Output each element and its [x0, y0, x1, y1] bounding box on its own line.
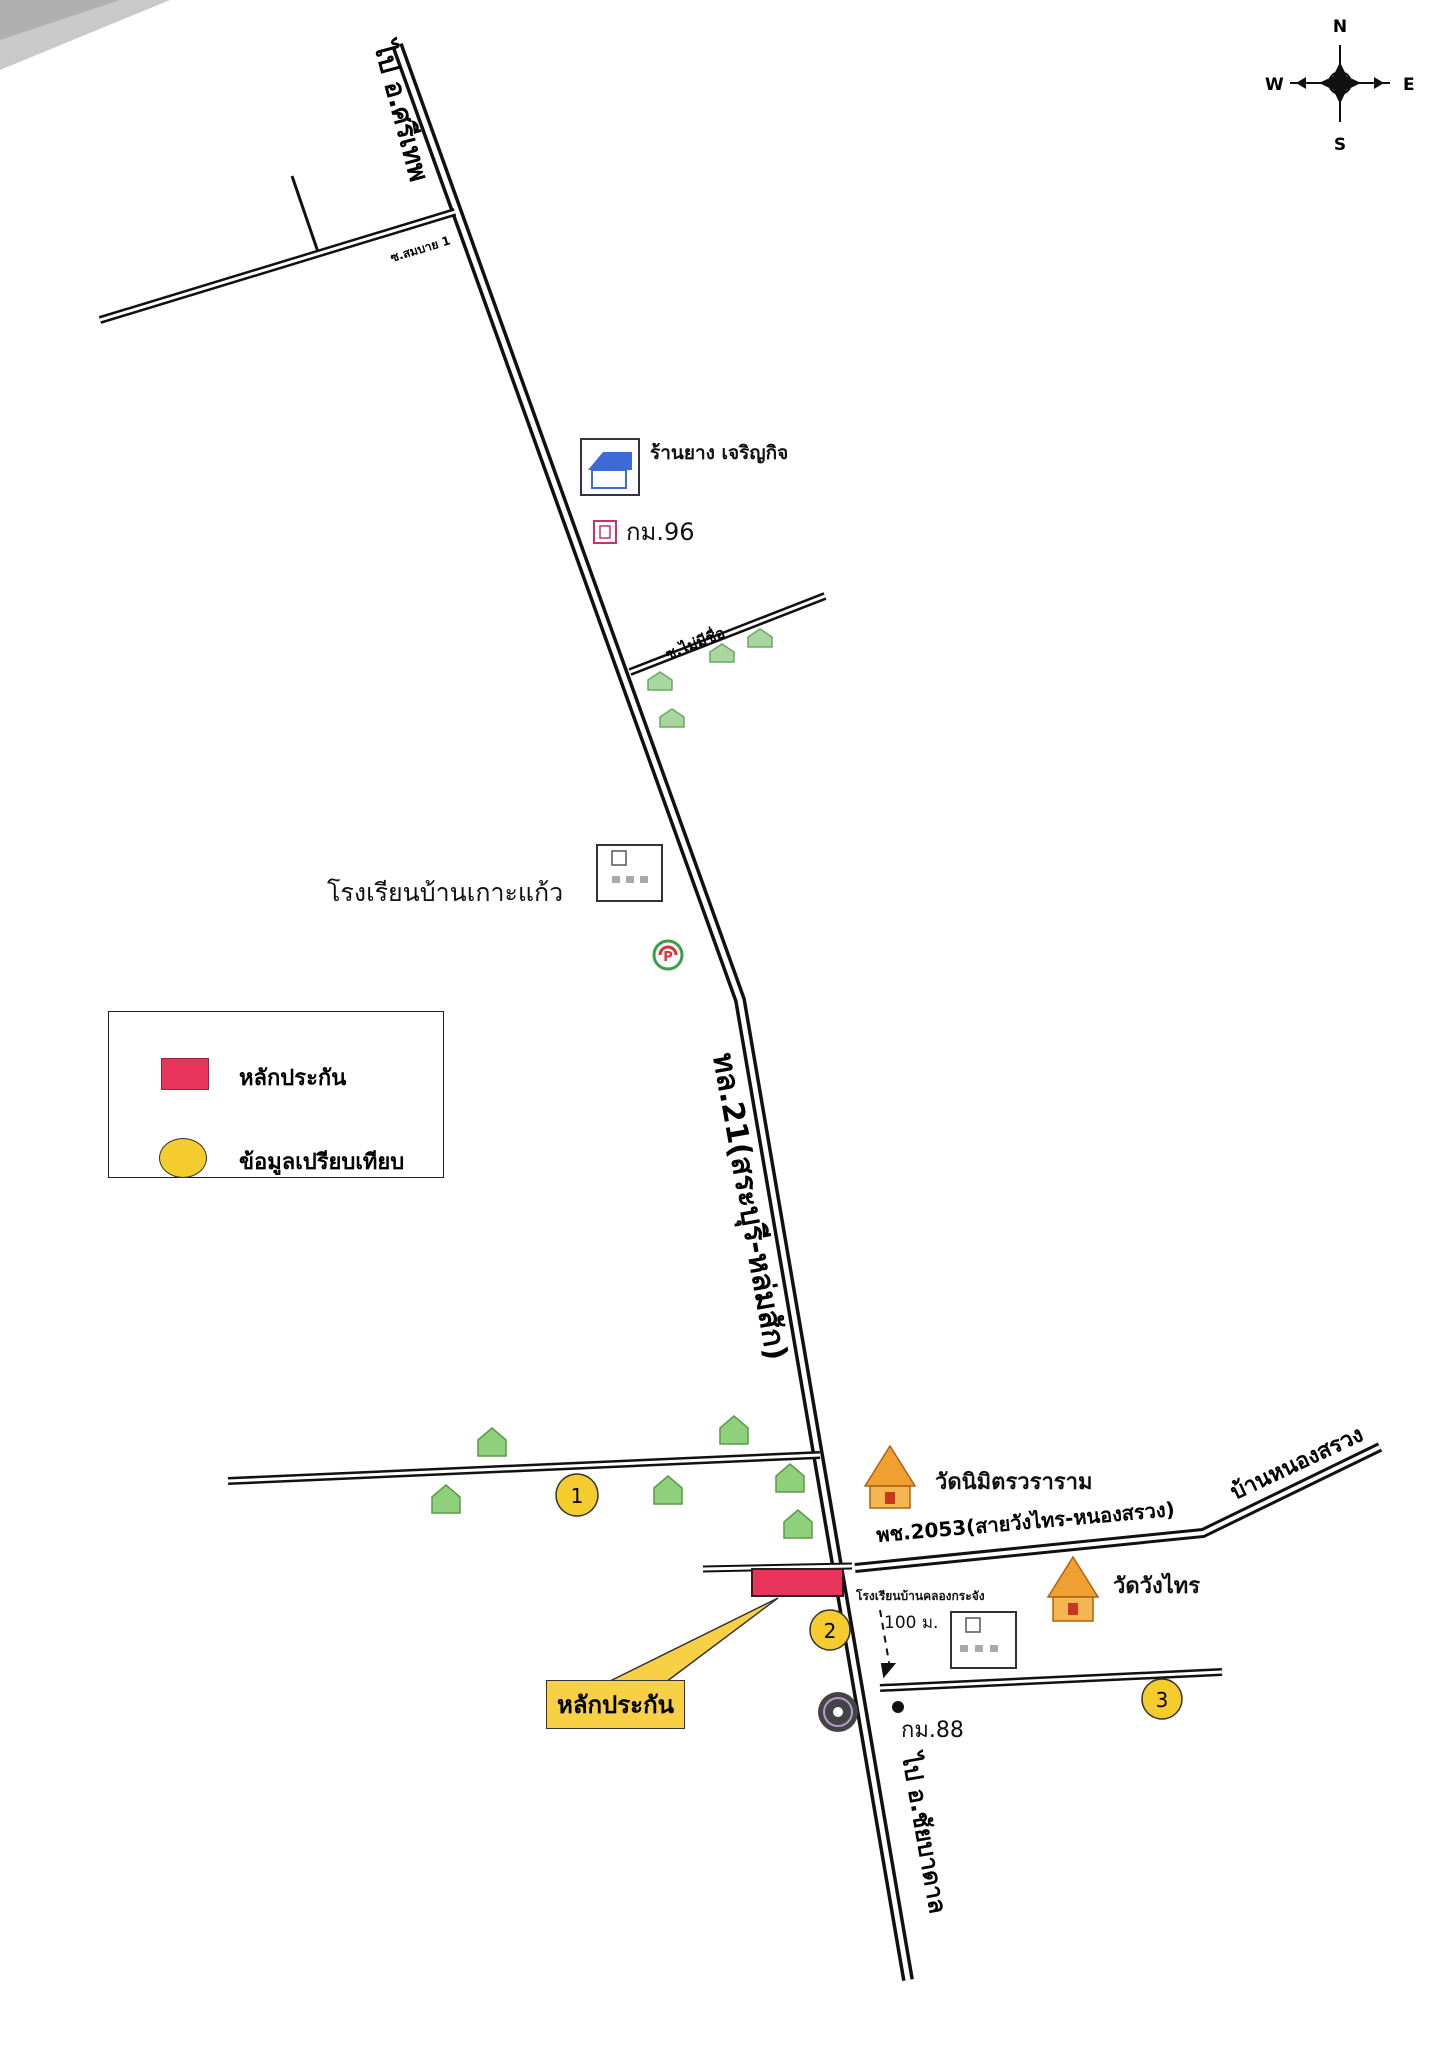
collateral-plot [751, 1568, 844, 1597]
km96-label: กม.96 [626, 518, 695, 546]
legend-swatch-collateral [161, 1058, 209, 1090]
callout-pointer [607, 1597, 779, 1683]
km88-label: กม.88 [901, 1718, 964, 1743]
roundabout-icon [818, 1692, 858, 1732]
road-label-to-south: ไป อ.ชัยบาดาล [896, 1748, 953, 1916]
compass-n: N [1333, 17, 1347, 37]
collateral-callout: หลักประกัน [546, 1680, 686, 1729]
school-south-icon [950, 1611, 1017, 1669]
compass-w: W [1265, 75, 1284, 95]
temple-nimit-icon [863, 1444, 917, 1509]
map-legend: หลักประกัน ข้อมูลเปรียบเทียบ [108, 1011, 444, 1178]
km-post-88-icon [892, 1701, 904, 1713]
scan-shadow-dark [0, 0, 120, 40]
branch-road-2053 [854, 1442, 1383, 1573]
east-road [879, 1668, 1223, 1692]
legend-label-comparison: ข้อมูลเปรียบเทียบ [239, 1150, 405, 1175]
distance-label: 100 ม. [884, 1613, 939, 1633]
house-icons-south [431, 1415, 813, 1539]
temple-wangsai-icon [1046, 1555, 1100, 1622]
highway-21 [391, 42, 914, 1982]
svg-text:P: P [663, 950, 673, 965]
svg-text:2: 2 [824, 1619, 837, 1643]
shop-label: ร้านยาง เจริญกิจ [650, 442, 789, 464]
comparison-marker-3: 3 [1141, 1678, 1183, 1720]
west-road [227, 1451, 821, 1485]
comparison-marker-2: 2 [809, 1609, 851, 1651]
compass-rose: N S E W [1265, 17, 1415, 155]
legend-label-collateral: หลักประกัน [239, 1066, 347, 1091]
comparison-marker-1: 1 [555, 1473, 599, 1517]
house-icons-north [647, 628, 773, 728]
shop-building-icon [580, 438, 640, 496]
compass-e: E [1403, 75, 1415, 95]
km-post-96-icon [593, 520, 617, 544]
road-label-soi-1: ซ.สมบาย 1 [389, 233, 452, 264]
soi-nameless-road [628, 592, 827, 676]
temple-nimit-label: วัดนิมิตรวราราม [935, 1470, 1093, 1495]
distance-arrow [879, 1609, 897, 1679]
compass-s: S [1334, 135, 1346, 155]
collateral-road [702, 1562, 853, 1573]
school-south-label: โรงเรียนบ้านคลองกระจัง [856, 1589, 985, 1603]
legend-swatch-comparison [159, 1138, 207, 1178]
school-north-icon [596, 844, 663, 902]
gas-station-icon: P [652, 939, 684, 971]
school-north-label: โรงเรียนบ้านเกาะแก้ว [327, 878, 564, 907]
soi-1-road [98, 175, 457, 324]
svg-text:3: 3 [1156, 1688, 1169, 1712]
svg-text:1: 1 [571, 1484, 584, 1508]
temple-wangsai-label: วัดวังไทร [1113, 1574, 1201, 1599]
